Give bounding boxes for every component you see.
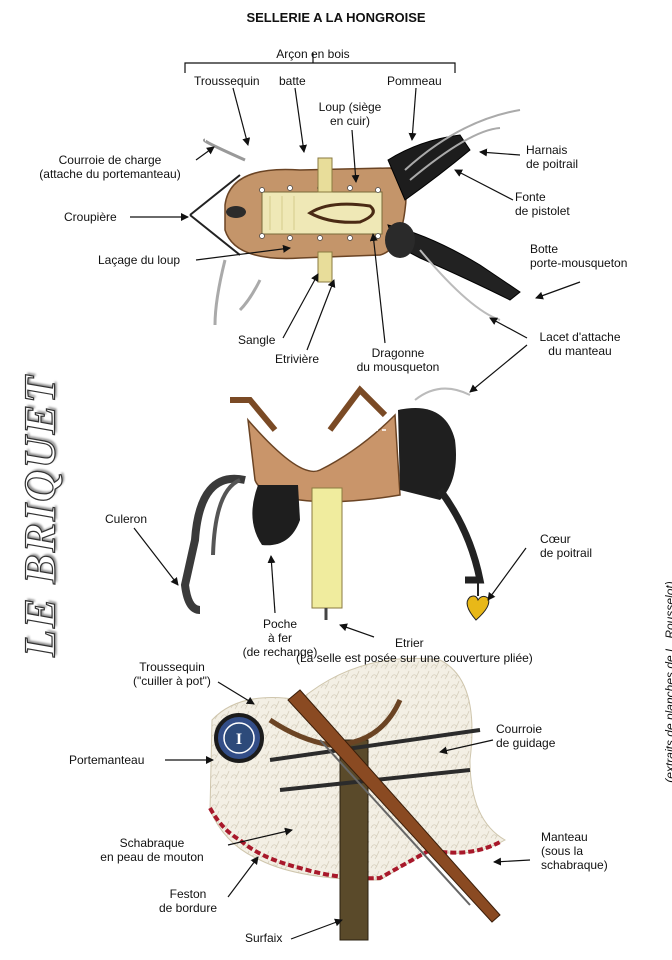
caption-couverture: (La selle est posée sur une couverture p… [296,651,533,665]
label-arcon-en-bois: Arçon en bois [276,47,350,61]
label-portemanteau: Portemanteau [69,753,145,767]
side-title: LE BRIQUET [15,373,65,657]
label-sangle: Sangle [238,333,276,347]
page-title: SELLERIE A LA HONGROISE [246,10,426,25]
label-troussequin-cuiller: Troussequin("cuiller à pot") [133,660,211,688]
leader-lines [130,53,581,940]
label-culeron: Culeron [105,512,148,526]
label-troussequin: Troussequin [194,74,260,88]
middle-saddle-illustration [180,385,490,621]
credit-text: (extraits de planches de L. Rousselot) [663,581,672,783]
label-etrier: Etrier [395,636,424,650]
label-surfaix: Surfaix [245,931,283,945]
label-batte: batte [279,74,306,88]
label-etriviere: Etrivière [275,352,320,366]
label-courroie-de-charge: Courroie de charge(attache du portemante… [39,153,181,181]
label-lacage-du-loup: Laçage du loup [98,253,181,267]
bottom-saddle-illustration: I [208,657,507,941]
label-croupiere: Croupière [64,210,117,224]
top-saddle-illustration [189,109,521,326]
portemanteau-badge: I [236,731,242,748]
label-pommeau: Pommeau [387,74,442,88]
